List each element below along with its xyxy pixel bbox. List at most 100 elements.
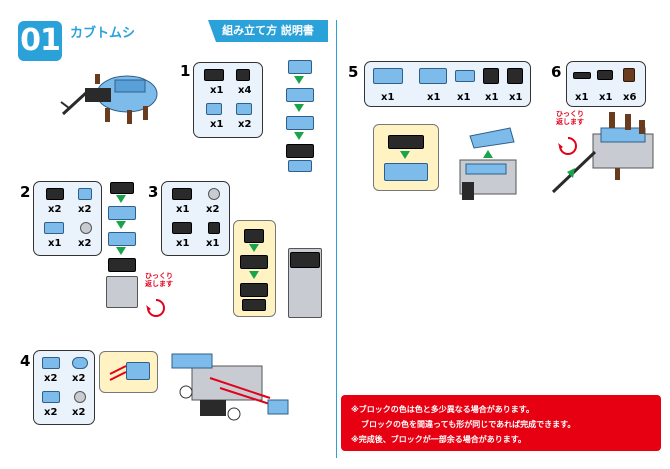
step-6-parts-box: x1 x1 x6 bbox=[566, 61, 646, 107]
note-line-1: ※ブロックの色は色と多少異なる場合があります。 bbox=[351, 405, 534, 414]
part-blue-plate bbox=[44, 222, 64, 234]
part-blue-plate bbox=[206, 103, 222, 115]
completed-beetle-illustration bbox=[60, 74, 158, 124]
part-black-round bbox=[236, 69, 250, 81]
assembly-part bbox=[242, 299, 266, 311]
part-qty: x1 bbox=[210, 119, 224, 130]
part-qty: x1 bbox=[176, 238, 190, 249]
assembly-part bbox=[108, 232, 136, 246]
part-blue-brick bbox=[78, 188, 92, 200]
part-black-bar bbox=[573, 72, 591, 79]
down-arrow-icon bbox=[116, 221, 126, 229]
rotate-icon bbox=[558, 137, 577, 155]
down-arrow-icon bbox=[249, 271, 259, 279]
part-qty: x1 bbox=[457, 92, 471, 103]
assembly-part bbox=[108, 258, 136, 272]
part-black-plate bbox=[172, 188, 192, 200]
step-5-number: 5 bbox=[348, 63, 359, 81]
step-4-assembly bbox=[171, 353, 289, 421]
step-5-callout bbox=[373, 124, 439, 191]
part-blue-tile bbox=[455, 70, 475, 82]
part-qty: x2 bbox=[78, 204, 92, 215]
step-3-body-top bbox=[290, 252, 320, 268]
down-arrow-icon bbox=[294, 76, 304, 84]
part-qty: x1 bbox=[206, 238, 220, 249]
part-qty: x1 bbox=[381, 92, 395, 103]
page-divider bbox=[336, 20, 337, 458]
step-6-assembly bbox=[551, 112, 654, 194]
step-3-number: 3 bbox=[148, 183, 159, 201]
step-1-number: 1 bbox=[180, 62, 191, 80]
step-2-number: 2 bbox=[20, 183, 31, 201]
assembly-part bbox=[286, 88, 314, 102]
assembly-part bbox=[126, 362, 150, 380]
down-arrow-icon bbox=[294, 132, 304, 140]
part-qty: x1 bbox=[427, 92, 441, 103]
assembly-part bbox=[288, 160, 312, 172]
part-gray-round bbox=[208, 188, 220, 200]
part-wheel bbox=[74, 391, 86, 403]
part-blue-plate bbox=[373, 68, 403, 84]
rotate-icon bbox=[146, 299, 165, 317]
assembly-part bbox=[244, 229, 264, 243]
flip-label: ひっくり 返します bbox=[556, 110, 584, 126]
step-4-callout bbox=[99, 351, 158, 393]
part-black-clip bbox=[208, 222, 220, 234]
part-qty: x1 bbox=[575, 92, 589, 103]
assembly-part bbox=[108, 206, 136, 220]
part-qty: x1 bbox=[509, 92, 523, 103]
part-black-plate bbox=[204, 69, 224, 81]
manual-label: 組み立て方 説明書 bbox=[208, 20, 328, 42]
step-2-parts-box: x2 x2 x1 x2 bbox=[33, 181, 102, 256]
red-arrow-icon bbox=[109, 365, 127, 381]
down-arrow-icon bbox=[400, 151, 410, 159]
flip-label: ひっくり 返します bbox=[145, 272, 173, 288]
note-line-2: ブロックの色を間違っても形が同じであれば完成できます。 bbox=[361, 420, 576, 429]
assembly-part bbox=[286, 116, 314, 130]
assembly-part bbox=[240, 283, 268, 297]
notes-banner: ※ブロックの色は色と多少異なる場合があります。 ブロックの色を間違っても形が同じ… bbox=[341, 395, 661, 451]
part-qty: x1 bbox=[485, 92, 499, 103]
part-qty: x2 bbox=[238, 119, 252, 130]
part-qty: x6 bbox=[623, 92, 637, 103]
part-qty: x2 bbox=[44, 407, 58, 418]
part-brown-leg bbox=[623, 68, 635, 82]
part-black-clip bbox=[597, 70, 613, 80]
flip-label-line: ひっくり bbox=[145, 272, 173, 280]
part-black-brick bbox=[172, 222, 192, 234]
part-blue-plate bbox=[42, 357, 60, 369]
assembly-part bbox=[384, 163, 428, 181]
step-4-parts-box: x2 x2 x2 x2 bbox=[33, 350, 95, 425]
assembly-part bbox=[286, 144, 314, 158]
part-black-slope bbox=[483, 68, 499, 84]
step-1-parts-box: x1 x4 x1 x2 bbox=[193, 62, 263, 138]
step-1-assembly bbox=[284, 60, 314, 172]
part-qty: x1 bbox=[210, 85, 224, 96]
model-title: カブトムシ bbox=[70, 26, 136, 41]
step-6-number: 6 bbox=[551, 63, 562, 81]
part-gray-round bbox=[80, 222, 92, 234]
part-qty: x4 bbox=[238, 85, 252, 96]
part-black-plate bbox=[46, 188, 64, 200]
assembly-part bbox=[388, 135, 424, 149]
part-qty: x2 bbox=[78, 238, 92, 249]
assembly-part bbox=[110, 182, 134, 194]
step-4-number: 4 bbox=[20, 352, 31, 370]
part-qty: x2 bbox=[206, 204, 220, 215]
down-arrow-icon bbox=[294, 104, 304, 112]
step-2-assembly bbox=[104, 182, 138, 312]
flip-label-line: ひっくり bbox=[556, 110, 584, 118]
part-qty: x2 bbox=[72, 373, 86, 384]
assembly-part bbox=[288, 60, 312, 74]
part-blue-round-plate bbox=[72, 357, 88, 369]
part-qty: x2 bbox=[72, 407, 86, 418]
part-blue-curved bbox=[419, 68, 447, 84]
page-number-badge: 01 bbox=[18, 21, 62, 61]
part-qty: x2 bbox=[44, 373, 58, 384]
assembly-part bbox=[240, 255, 268, 269]
step-5-parts-box: x1 x1 x1 x1 x1 bbox=[364, 61, 531, 107]
down-arrow-icon bbox=[116, 195, 126, 203]
flip-label-line: 返します bbox=[145, 280, 173, 288]
part-qty: x2 bbox=[48, 204, 62, 215]
part-black-wedge bbox=[507, 68, 523, 84]
